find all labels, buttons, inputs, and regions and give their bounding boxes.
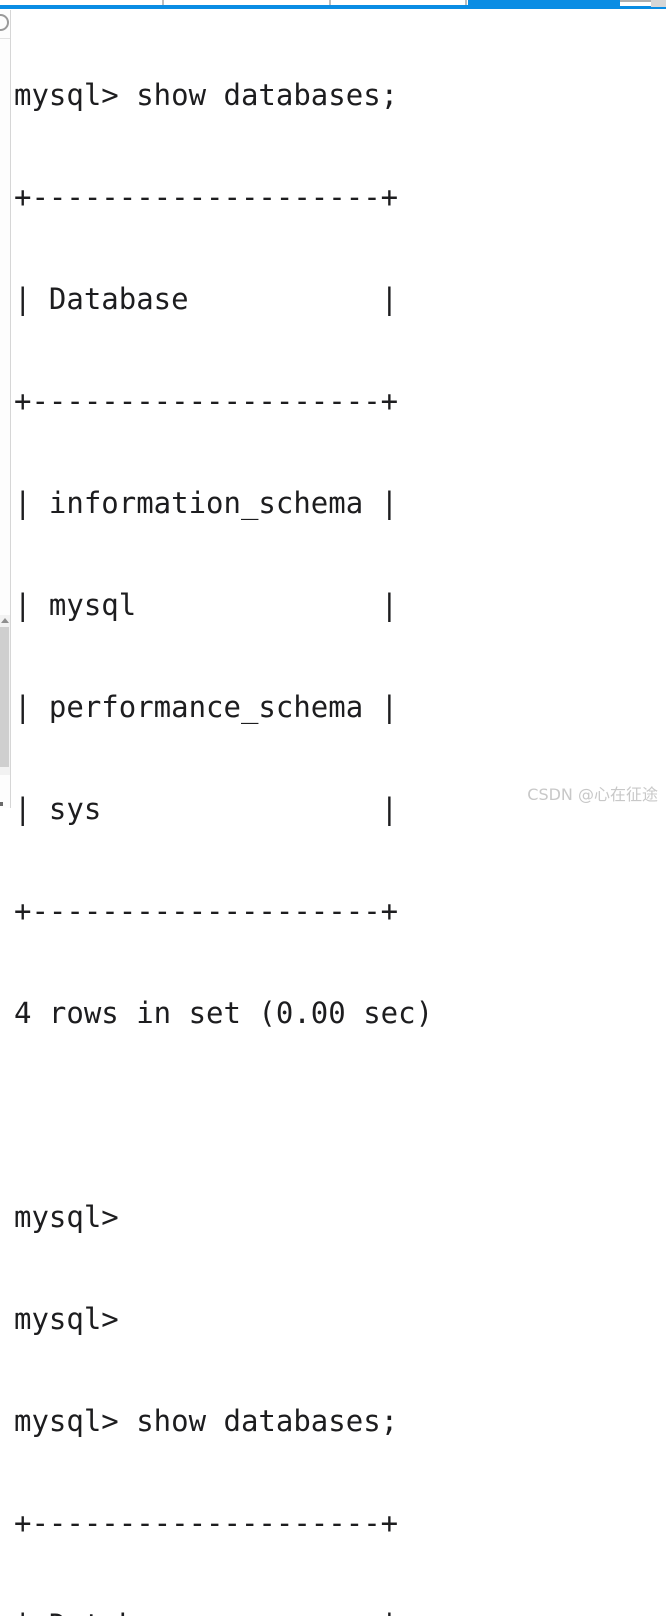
- search-icon[interactable]: [0, 14, 9, 31]
- terminal-line: | Database |: [14, 282, 399, 316]
- watermark: CSDN @心在征途: [527, 785, 658, 804]
- terminal-line: | sys |: [14, 792, 399, 826]
- terminal-line: +--------------------+: [14, 894, 399, 928]
- tabstrip-corner: [651, 0, 666, 7]
- left-edge-panel: [0, 10, 11, 808]
- edge-artifact: [0, 802, 3, 806]
- inactive-tab-fragment[interactable]: [620, 0, 651, 6]
- tabstrip-underline: [0, 5, 666, 9]
- active-tab-fragment[interactable]: [468, 0, 620, 9]
- tab-separator: [162, 0, 164, 5]
- scrollbar-up-arrow-icon[interactable]: [1, 618, 9, 623]
- terminal-line: +--------------------+: [14, 384, 399, 418]
- terminal-line: [14, 1098, 433, 1132]
- browser-tabstrip-fragment: [0, 0, 666, 10]
- tab-separator: [465, 0, 467, 5]
- terminal-line: | performance_schema |: [14, 690, 399, 724]
- terminal-line: mysql>: [14, 1302, 119, 1336]
- scrollbar[interactable]: [0, 615, 10, 775]
- terminal-line: | Database |: [14, 1608, 433, 1616]
- terminal-line: | mysql |: [14, 588, 399, 622]
- terminal-line: 4 rows in set (0.00 sec): [14, 996, 434, 1030]
- terminal-output: mysql> show databases; +----------------…: [14, 10, 433, 1616]
- terminal-line: +--------------------+: [14, 180, 399, 214]
- terminal-line: mysql> show databases;: [14, 78, 399, 112]
- panel-divider: [0, 38, 10, 39]
- terminal-line: +--------------------+: [14, 1506, 399, 1540]
- terminal-line: | information_schema |: [14, 486, 399, 520]
- scrollbar-thumb[interactable]: [0, 627, 9, 767]
- tab-separator: [329, 0, 331, 5]
- terminal-line: mysql> show databases;: [14, 1404, 399, 1438]
- terminal-line: mysql>: [14, 1200, 119, 1234]
